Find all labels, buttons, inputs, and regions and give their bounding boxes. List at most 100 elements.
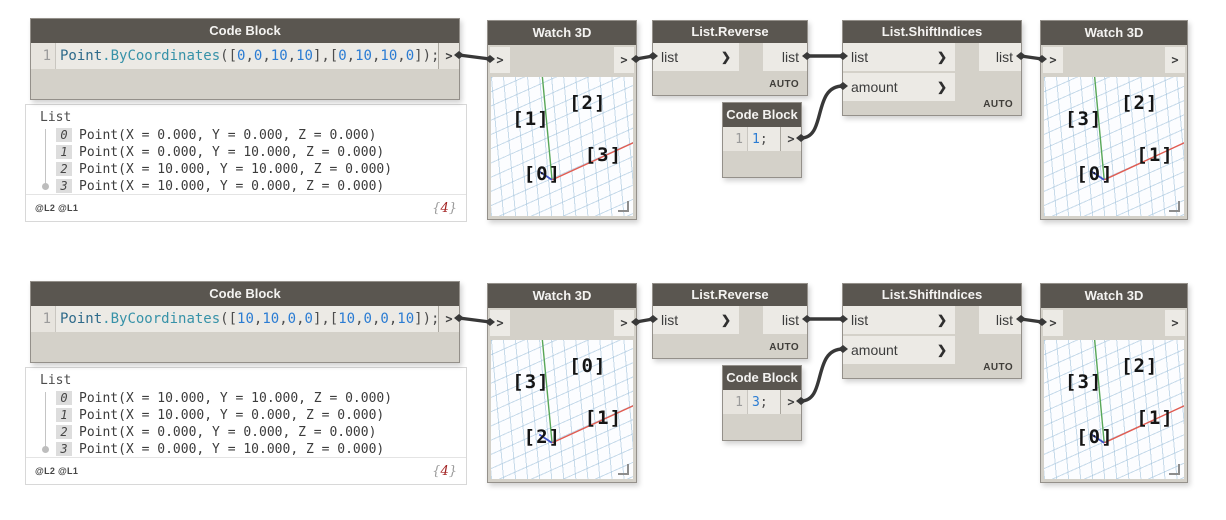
code-row: 1 3; > <box>723 390 801 414</box>
port-label: list <box>661 49 679 65</box>
node-header[interactable]: List.ShiftIndices <box>843 21 1021 43</box>
code-token: ]); <box>414 311 438 327</box>
node-body <box>723 151 801 225</box>
code-input[interactable]: 3; <box>748 390 780 414</box>
output-port[interactable]: > <box>1165 47 1185 73</box>
resize-handle[interactable] <box>618 464 629 475</box>
output-port[interactable]: > <box>780 127 801 151</box>
code-block-node[interactable]: Code Block 1 3; > <box>722 365 802 441</box>
node-header[interactable]: Code Block <box>31 19 459 43</box>
list-reverse-node[interactable]: List.Reverse list ❯ list AUTO <box>652 20 808 96</box>
code-token: ; <box>759 131 768 147</box>
watch-3d-node[interactable]: Watch 3D > > [3] [2] [1] [0] <box>1040 20 1188 220</box>
input-port[interactable]: > <box>1043 47 1063 73</box>
point-index-label: [0] <box>1076 163 1114 186</box>
output-port-list[interactable]: list <box>763 43 807 71</box>
output-port[interactable]: > <box>438 43 459 69</box>
lacing-badge[interactable]: AUTO <box>983 99 1013 110</box>
input-port-amount[interactable]: amount ❯ <box>843 73 955 101</box>
node-header[interactable]: List.Reverse <box>653 21 807 43</box>
output-port[interactable]: > <box>780 390 801 414</box>
wire[interactable] <box>458 53 491 61</box>
lacing-badge[interactable]: AUTO <box>769 79 799 90</box>
code-token: 10 <box>397 311 415 327</box>
code-line-number: 1 <box>31 43 56 69</box>
input-port[interactable]: > <box>1043 310 1063 336</box>
output-port[interactable]: > <box>1165 310 1185 336</box>
list-count: 4 <box>440 463 449 479</box>
wire[interactable] <box>1020 317 1043 324</box>
code-block-node[interactable]: Code Block 1 1; > <box>722 102 802 178</box>
wire[interactable] <box>458 316 491 324</box>
list-shiftindices-node[interactable]: List.ShiftIndices list ❯ list amount ❯ A… <box>842 283 1022 379</box>
output-port[interactable]: > <box>438 306 459 332</box>
output-port-list[interactable]: list <box>979 306 1021 334</box>
wire[interactable] <box>1020 54 1043 61</box>
node-header[interactable]: Watch 3D <box>1041 284 1187 308</box>
code-token: 10 <box>270 48 288 64</box>
watch-3d-node[interactable]: Watch 3D > > [1] [2] [3] [0] <box>487 20 637 220</box>
output-port[interactable]: > <box>614 47 634 73</box>
grid <box>1044 340 1184 479</box>
node-header[interactable]: Code Block <box>31 282 459 306</box>
3d-viewport[interactable]: [3] [0] [1] [2] <box>491 340 633 479</box>
input-port-amount[interactable]: amount ❯ <box>843 336 955 364</box>
node-header[interactable]: Watch 3D <box>488 21 636 45</box>
list-item-value: Point(X = 10.000, Y = 0.000, Z = 0.000) <box>79 179 385 194</box>
lacing-badge[interactable]: AUTO <box>983 362 1013 373</box>
wire[interactable] <box>635 54 654 61</box>
code-token: , <box>397 48 406 64</box>
node-header[interactable]: Code Block <box>723 366 801 390</box>
code-token: 0 <box>304 311 313 327</box>
resize-handle[interactable] <box>1169 201 1180 212</box>
input-port-list[interactable]: list ❯ <box>843 43 955 71</box>
list-index-badge: 3 <box>56 442 72 456</box>
node-header[interactable]: Code Block <box>723 103 801 127</box>
resize-handle[interactable] <box>1169 464 1180 475</box>
input-port-list[interactable]: list ❯ <box>843 306 955 334</box>
output-port-list[interactable]: list <box>979 43 1021 71</box>
output-port[interactable]: > <box>614 310 634 336</box>
code-token: ; <box>759 394 768 410</box>
watch-3d-node[interactable]: Watch 3D > > [3] [2] [1] [0] <box>1040 283 1188 483</box>
list-reverse-node[interactable]: List.Reverse list ❯ list AUTO <box>652 283 808 359</box>
list-shiftindices-node[interactable]: List.ShiftIndices list ❯ list amount ❯ A… <box>842 20 1022 116</box>
code-input[interactable]: 1; <box>748 127 780 151</box>
node-header[interactable]: Watch 3D <box>1041 21 1187 45</box>
3d-viewport[interactable]: [3] [2] [1] [0] <box>1044 340 1184 479</box>
node-header[interactable]: List.ShiftIndices <box>843 284 1021 306</box>
point-index-label: [2] <box>1121 92 1159 115</box>
port-label: amount <box>851 79 898 95</box>
resize-handle[interactable] <box>618 201 629 212</box>
input-port[interactable]: > <box>490 47 510 73</box>
node-title: List.Reverse <box>691 24 769 39</box>
input-port-list[interactable]: list ❯ <box>653 43 739 71</box>
code-block-node[interactable]: Code Block 1 Point.ByCoordinates([0,0,10… <box>30 18 460 100</box>
point-index-label: [3] <box>1065 107 1103 130</box>
code-input[interactable]: Point.ByCoordinates([0,0,10,10],[0,10,10… <box>56 43 438 69</box>
code-line-number: 1 <box>723 127 748 151</box>
node-header[interactable]: Watch 3D <box>488 284 636 308</box>
wire[interactable] <box>635 317 654 324</box>
watch-3d-node[interactable]: Watch 3D > > [3] [0] [1] [2] <box>487 283 637 483</box>
output-port-list[interactable]: list <box>763 306 807 334</box>
point-index-label: [1] <box>584 406 623 429</box>
lacing-badge[interactable]: AUTO <box>769 342 799 353</box>
point-index-label: [0] <box>1076 426 1114 449</box>
input-port[interactable]: > <box>490 310 510 336</box>
3d-viewport[interactable]: [1] [2] [3] [0] <box>491 77 633 216</box>
code-token: Point <box>60 48 103 64</box>
brace: { <box>432 463 441 479</box>
3d-viewport[interactable]: [3] [2] [1] [0] <box>1044 77 1184 216</box>
input-port-list[interactable]: list ❯ <box>653 306 739 334</box>
code-block-node[interactable]: Code Block 1 Point.ByCoordinates([10,10,… <box>30 281 460 363</box>
code-token: 10 <box>380 48 398 64</box>
node-header[interactable]: List.Reverse <box>653 284 807 306</box>
code-input[interactable]: Point.ByCoordinates([10,10,0,0],[10,0,0,… <box>56 306 438 332</box>
chevron-right-icon: ❯ <box>936 343 947 357</box>
